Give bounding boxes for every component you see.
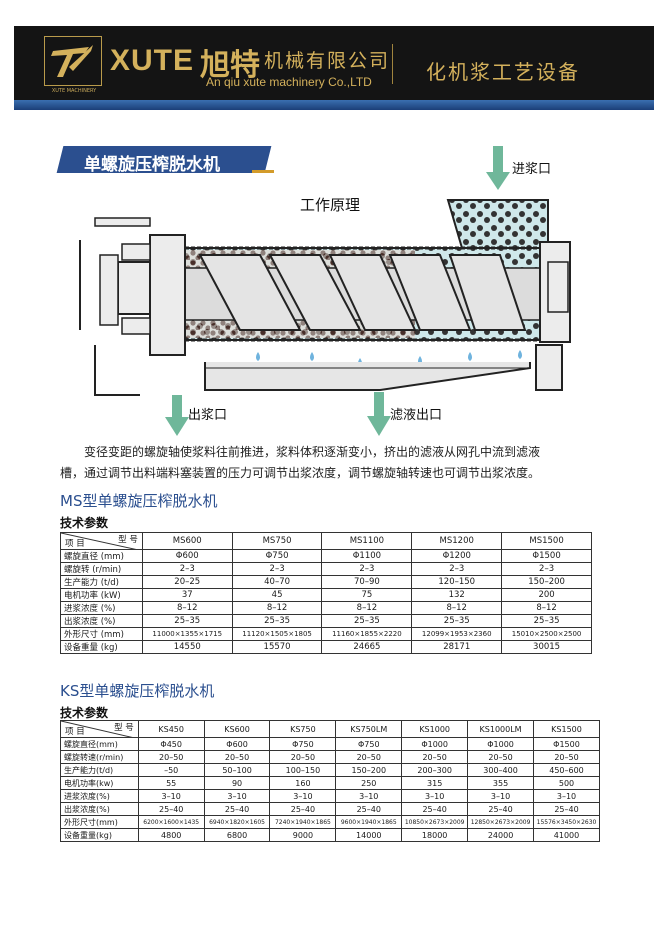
ks-section-title: KS型单螺旋压榨脱水机 xyxy=(60,682,215,700)
model-header: MS750 xyxy=(231,532,323,550)
model-header: MS1500 xyxy=(501,532,592,550)
ms-section-subtitle: 技术参数 xyxy=(60,516,109,530)
brand-name-en-full: An qiu xute machinery Co.,LTD xyxy=(206,75,372,89)
ms-section-title: MS型单螺旋压榨脱水机 xyxy=(60,492,218,510)
table-header-row: 型 号 项 目 MS600 MS750 MS1100 MS1200 MS1500 xyxy=(60,532,592,550)
description-line: 槽，通过调节出料端料塞装置的压力可调节出浆浓度，调节螺旋轴转速也可调节出浆浓度。 xyxy=(60,466,541,480)
inlet-arrow-icon xyxy=(486,146,510,190)
diagram-heading: 工作原理 xyxy=(300,196,361,214)
ks-spec-table: 型 号 项 目 KS450 KS600 KS750 KS750LM KS1000… xyxy=(60,720,600,842)
filtrate-arrow-icon xyxy=(367,392,391,436)
product-title-accent xyxy=(252,170,274,173)
ms-spec-table: 型 号 项 目 MS600 MS750 MS1100 MS1200 MS1500… xyxy=(60,532,592,654)
model-header: MS1200 xyxy=(411,532,503,550)
ks-section-subtitle: 技术参数 xyxy=(60,706,109,720)
company-logo xyxy=(44,36,102,86)
corner-diagonal xyxy=(61,533,134,549)
filtrate-outlet-label: 滤液出口 xyxy=(390,408,443,423)
table-corner-cell: 型 号 项 目 xyxy=(60,532,143,550)
table-header-row: 型 号 项 目 KS450 KS600 KS750 KS750LM KS1000… xyxy=(60,720,600,738)
model-header: KS750LM xyxy=(335,720,403,738)
model-header: KS450 xyxy=(137,720,205,738)
model-header: KS750 xyxy=(269,720,337,738)
outlet-label: 出浆口 xyxy=(188,408,228,423)
model-header: KS1000 xyxy=(401,720,469,738)
model-header: MS1100 xyxy=(321,532,413,550)
model-header: KS1000LM xyxy=(467,720,535,738)
description: 变径变距的螺旋轴使浆料往前推进，浆料体积逐渐变小，挤出的滤液从网孔中流到滤液 槽… xyxy=(60,442,620,484)
logo-subtitle: XUTE MACHINERY xyxy=(51,88,97,94)
corner-diagonal xyxy=(61,721,131,737)
model-header: KS1500 xyxy=(533,720,600,738)
brand-name-cn: 旭特 xyxy=(200,48,260,83)
model-header: KS600 xyxy=(203,720,271,738)
screw-press-diagram xyxy=(79,146,571,436)
model-header: MS600 xyxy=(141,532,233,550)
product-title: 单螺旋压榨脱水机 xyxy=(84,155,220,175)
brand-company-type: 机械有限公司 xyxy=(264,50,391,72)
header-stripe xyxy=(14,100,654,110)
header-slogan: 化机浆工艺设备 xyxy=(426,60,580,84)
outlet-arrow-icon xyxy=(165,395,189,436)
table-corner-cell: 型 号 项 目 xyxy=(60,720,139,738)
brand-name-en: XUTE xyxy=(110,44,195,77)
description-line: 变径变距的螺旋轴使浆料往前推进，浆料体积逐渐变小，挤出的滤液从网孔中流到滤液 xyxy=(84,445,541,459)
logo-emblem-icon xyxy=(51,45,93,77)
header-banner xyxy=(14,26,654,100)
inlet-label: 进浆口 xyxy=(512,162,552,177)
header-divider xyxy=(392,44,393,84)
